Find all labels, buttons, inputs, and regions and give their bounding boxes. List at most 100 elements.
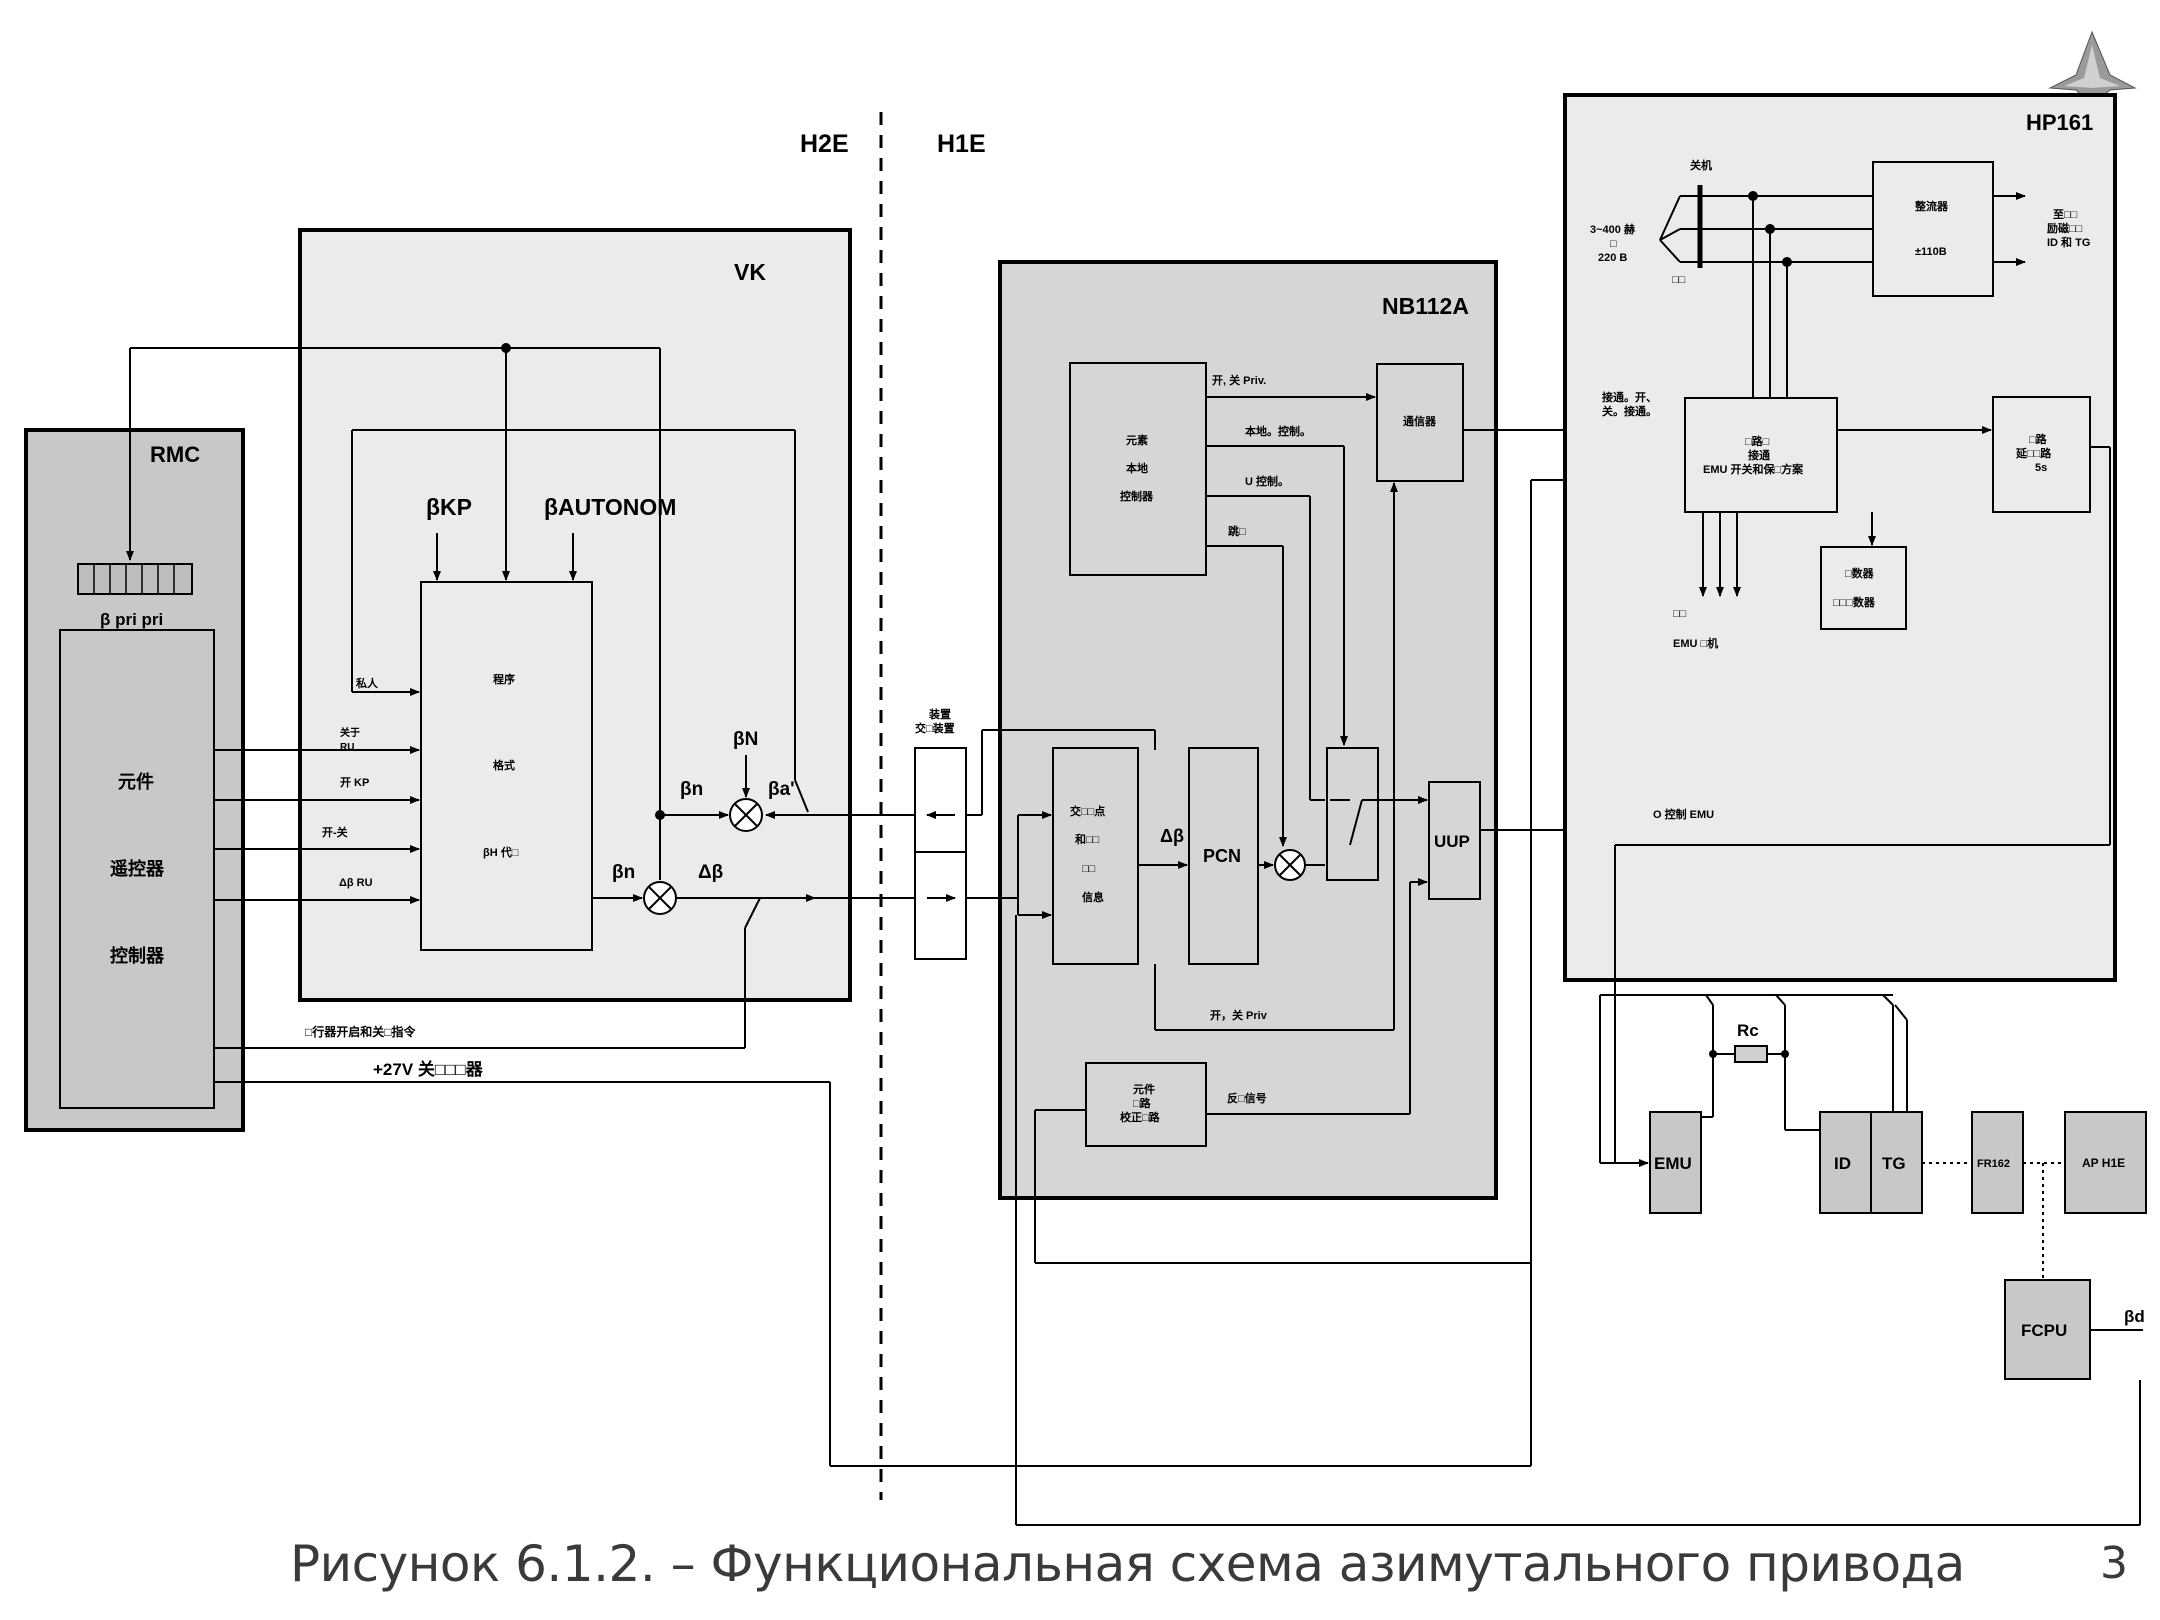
nb-uup-block bbox=[1428, 781, 1481, 900]
zone-h1e-label: H1E bbox=[937, 130, 986, 158]
machine-ap-h1e bbox=[2064, 1111, 2147, 1214]
nb-corr-line-2: □路 bbox=[1133, 1096, 1152, 1110]
machine-fcpu-label: FCPU bbox=[2021, 1321, 2067, 1340]
nb-summer bbox=[1274, 849, 1306, 881]
rmc-scale bbox=[77, 563, 193, 595]
vk-beta-N: βN bbox=[733, 729, 758, 750]
vk-beta-a: βa' bbox=[768, 779, 795, 800]
hp-delay-line-2: 延□□路 bbox=[2015, 446, 2052, 460]
machine-id bbox=[1819, 1111, 1872, 1214]
nb-feedback-lines bbox=[1034, 878, 1531, 1264]
hp-supply-lines bbox=[1659, 195, 1873, 263]
junction-dot bbox=[501, 343, 511, 353]
rmc-line-2: 遥控器 bbox=[110, 858, 165, 879]
exchange-device bbox=[914, 747, 967, 960]
vk-in-ru-off-bottom: RU bbox=[340, 742, 354, 753]
junction-dot bbox=[1781, 1050, 1789, 1058]
hp-out-line-1: 至□□ bbox=[2053, 208, 2078, 221]
rmc-power-label: +27V 关□□□器 bbox=[373, 1059, 484, 1079]
hp-supply-line-3: 220 В bbox=[1598, 252, 1627, 264]
hp-emu-line-2: 接通 bbox=[1748, 448, 1770, 462]
hp-switch-symbol bbox=[1680, 185, 1715, 268]
nb-switch-block bbox=[1326, 747, 1379, 881]
machine-fcpu bbox=[2004, 1279, 2091, 1380]
rmc-to-vk-lines bbox=[214, 746, 420, 904]
machine-ap-h1e-label: AP H1E bbox=[2082, 1156, 2125, 1170]
hp-counter-block bbox=[1820, 546, 1907, 630]
nb-bottom-on-off-priv: 开，关 Priv bbox=[1210, 1008, 1268, 1022]
vk-top-bus bbox=[126, 347, 661, 810]
vk-signal-paths bbox=[214, 755, 920, 1049]
rmc-cmd-label: □行器开启和关□指令 bbox=[305, 1024, 416, 1039]
nb-pcn-label: PCN bbox=[1203, 846, 1241, 866]
nb-sig-jump: 跳□ bbox=[1228, 524, 1246, 538]
vk-input-kp: βKP bbox=[426, 494, 472, 520]
vk-summer-lower bbox=[643, 881, 677, 915]
hp-rect-title: 整流器 bbox=[1914, 199, 1949, 213]
hp161-block bbox=[1563, 93, 2117, 982]
nb-local-line-3: 控制器 bbox=[1120, 489, 1154, 503]
hp-conn-line-1: 接通。开、 bbox=[1602, 390, 1657, 404]
nb-uup-label: UUP bbox=[1434, 832, 1470, 851]
vk-title: VK bbox=[734, 259, 766, 285]
vk-program-block bbox=[420, 581, 593, 951]
nb-sig-on-off-priv: 开, 关 Priv. bbox=[1212, 373, 1266, 387]
nb-correction-block bbox=[1085, 1062, 1207, 1147]
nb-info-block bbox=[1052, 747, 1139, 965]
nb-local-line-1: 元素 bbox=[1126, 433, 1148, 447]
hp-emu-line-3: EMU 开关和保□方案 bbox=[1703, 462, 1804, 476]
hp-emu-switch-block bbox=[1684, 397, 1838, 513]
machine-rc-label: Rc bbox=[1737, 1021, 1759, 1040]
machine-emu bbox=[1649, 1111, 1702, 1214]
nb-corr-line-3: 校正□路 bbox=[1120, 1110, 1161, 1124]
nb-local-controller bbox=[1069, 362, 1207, 576]
vk-in-dbeta-ru: Δβ RU bbox=[339, 877, 373, 889]
hp-emu-line-1: □路□ bbox=[1745, 434, 1770, 448]
vk-block-line-2: 格式 bbox=[493, 758, 515, 772]
nb-local-line-2: 本地 bbox=[1126, 461, 1148, 475]
nb-comm-label: 通信器 bbox=[1403, 414, 1437, 428]
hp-rectifier bbox=[1872, 161, 1994, 297]
junction-dot bbox=[1765, 224, 1775, 234]
hp-counter-line-1: □数器 bbox=[1845, 566, 1875, 580]
hp-emu-out-bottom: EMU □机 bbox=[1673, 636, 1718, 650]
nb-pcn-block bbox=[1188, 747, 1259, 965]
zone-h2e-label: H2E bbox=[800, 130, 849, 158]
nb-sig-u-ctrl: U 控制。 bbox=[1245, 474, 1289, 488]
hp-rect-value: ±110В bbox=[1915, 246, 1947, 258]
nb-info-line-3: □□ bbox=[1082, 863, 1096, 875]
hp-o-ctrl: O 控制 EMU bbox=[1653, 807, 1714, 821]
vk-in-ru-off-top: 关于 bbox=[340, 726, 360, 739]
hp-supply-sub: □□ bbox=[1672, 274, 1686, 286]
machine-id-label: ID bbox=[1834, 1154, 1851, 1173]
vk-delta-beta: Δβ bbox=[698, 862, 723, 883]
vk-summer-upper bbox=[729, 798, 763, 832]
nb112a-title: NB112A bbox=[1382, 293, 1469, 319]
junction-dot bbox=[1748, 191, 1758, 201]
nb-feedback-label: 反□信号 bbox=[1227, 1091, 1267, 1105]
machine-fr162-label: FR162 bbox=[1977, 1158, 2010, 1170]
exchange-arrows bbox=[926, 811, 956, 902]
machine-emu-label: EMU bbox=[1654, 1154, 1692, 1173]
hp161-title: HP161 bbox=[2026, 110, 2093, 135]
hp-out-line-2: 励磁□□ bbox=[2047, 221, 2083, 235]
rmc-line-3: 控制器 bbox=[110, 945, 165, 966]
machine-beta-d-label: βd bbox=[2124, 1307, 2145, 1326]
vk-beta-n-upper: βn bbox=[680, 779, 703, 800]
vk-private-loop bbox=[351, 429, 809, 813]
nb-info-line-4: 信息 bbox=[1082, 890, 1104, 904]
machine-tg-label: TG bbox=[1882, 1154, 1906, 1173]
nb-delta-beta: Δβ bbox=[1160, 826, 1184, 846]
hp-delay-block bbox=[1992, 396, 2091, 513]
hp-supply-line-1: 3~400 赫 bbox=[1590, 222, 1635, 236]
machine-tg bbox=[1870, 1111, 1923, 1214]
nb-corr-line-1: 元件 bbox=[1133, 1082, 1155, 1096]
exchange-label-2: 交□装置 bbox=[915, 721, 955, 735]
hp-conn-line-2: 关。接通。 bbox=[1602, 404, 1657, 418]
hp-internal-lines bbox=[1614, 426, 2111, 1167]
hp-switch-label: 关机 bbox=[1690, 158, 1712, 172]
nb-communicator bbox=[1376, 363, 1464, 482]
hp-out-line-3: ID 和 TG bbox=[2047, 235, 2090, 249]
figure-caption: Рисунок 6.1.2. – Функциональная схема аз… bbox=[290, 1535, 1965, 1593]
